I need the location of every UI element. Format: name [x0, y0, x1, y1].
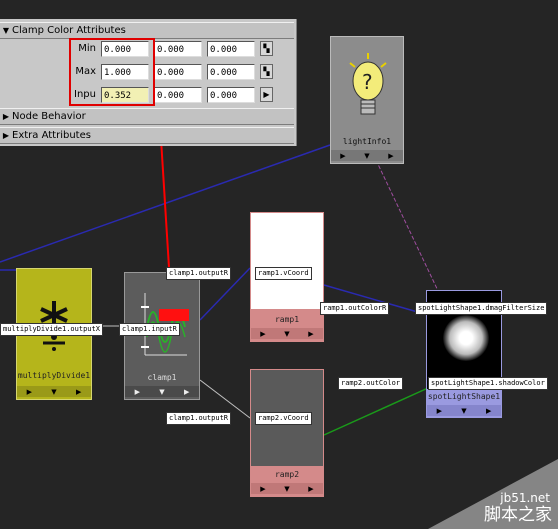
port-down-icon[interactable]: ▼: [159, 387, 165, 396]
ramp2-vcoord-label: ramp2.vCoord: [255, 412, 312, 425]
node-behavior-header[interactable]: ▶Node Behavior: [0, 108, 294, 125]
input-field-g[interactable]: 0.000: [154, 87, 202, 103]
max-map-button[interactable]: ▚: [260, 64, 273, 79]
input-field-r[interactable]: 0.352: [101, 87, 149, 103]
ramp2-port-bar: ▶ ▼ ▶: [251, 483, 323, 494]
spotlight-title: spotLightShape1: [427, 392, 501, 401]
port-left-icon[interactable]: ▶: [260, 329, 266, 338]
node-behavior-label: Node Behavior: [12, 111, 86, 122]
port-left-icon[interactable]: ▶: [340, 151, 346, 160]
ramp2-node[interactable]: ramp2 ▶ ▼ ▶: [250, 369, 324, 497]
input-label: Inpu: [74, 89, 96, 100]
clamp-node[interactable]: clamp1 ▶ ▼ ▶: [124, 272, 200, 400]
ramp1-port-bar: ▶ ▼ ▶: [251, 328, 323, 339]
min-field-b[interactable]: 0.000: [207, 41, 255, 57]
multiply-divide-icon: [40, 301, 68, 351]
port-right-icon[interactable]: ▶: [308, 329, 314, 338]
collapse-triangle-icon: ▶: [2, 112, 10, 121]
wire-clamp-ramp2: [199, 379, 251, 419]
expand-triangle-icon: ▼: [2, 26, 10, 35]
watermark-text: 脚本之家: [484, 505, 552, 525]
max-field-r[interactable]: 1.000: [101, 64, 149, 80]
multiplydivide-title: multiplyDivide1: [17, 371, 91, 380]
port-right-icon[interactable]: ▶: [75, 387, 82, 396]
port-down-icon[interactable]: ▼: [461, 406, 467, 415]
max-field-g[interactable]: 0.000: [154, 64, 202, 80]
port-left-icon[interactable]: ▶: [134, 387, 141, 396]
clamp-input-label: clamp1.inputR: [119, 323, 180, 336]
clamp-section-label: Clamp Color Attributes: [12, 25, 126, 36]
max-label: Max: [75, 66, 96, 77]
clamp-output-bottom-label: clamp1.outputR: [166, 412, 232, 425]
port-right-icon[interactable]: ▶: [388, 151, 394, 160]
min-label: Min: [78, 43, 96, 54]
ramp2-outcolor-label: ramp2.outColor: [338, 377, 404, 390]
clamp-title: clamp1: [147, 373, 177, 382]
port-down-icon[interactable]: ▼: [51, 387, 57, 396]
max-field-b[interactable]: 0.000: [207, 64, 255, 80]
highlight-box: [69, 38, 155, 106]
ramp1-outcolor-label: ramp1.outColorR: [320, 302, 390, 315]
multiply-output-label: multiplyDivide1.outputX: [0, 323, 103, 336]
collapse-triangle-icon: ▶: [2, 131, 10, 140]
clamp-port-bar: ▶ ▼ ▶: [125, 386, 199, 397]
extra-attributes-label: Extra Attributes: [12, 130, 91, 141]
clamp-output-top-label: clamp1.outputR: [166, 267, 232, 280]
spotlight-glow-icon: [443, 315, 489, 361]
port-right-icon[interactable]: ▶: [485, 406, 492, 415]
input-connection-button[interactable]: ▶: [260, 87, 273, 102]
ramp2-title: ramp2: [274, 470, 300, 479]
ramp1-title: ramp1: [274, 315, 300, 324]
spotlight-port-bar: ▶ ▼ ▶: [427, 405, 501, 416]
lightbulb-icon: ?: [349, 53, 387, 115]
port-down-icon[interactable]: ▼: [284, 484, 290, 493]
multiplydivide-port-bar: ▶ ▼ ▶: [17, 386, 91, 397]
lightinfo-node[interactable]: ? lightInfo1 ▶ ▼ ▶: [330, 36, 404, 164]
min-field-r[interactable]: 0.000: [101, 41, 149, 57]
spot-drag-label: spotLightShape1.dmagFilterSize: [415, 302, 548, 315]
extra-attributes-header[interactable]: ▶Extra Attributes: [0, 127, 294, 144]
port-down-icon[interactable]: ▼: [364, 151, 370, 160]
port-down-icon[interactable]: ▼: [284, 329, 290, 338]
ramp1-vcoord-label: ramp1.vCoord: [255, 267, 312, 280]
lightinfo-port-bar: ▶ ▼ ▶: [331, 150, 403, 161]
wire-lightinfo-spot: [375, 159, 441, 296]
watermark-logo-shape: [428, 459, 558, 529]
watermark-site: jb51.net: [500, 491, 550, 505]
port-right-icon[interactable]: ▶: [183, 387, 190, 396]
clamp-section-header[interactable]: ▼Clamp Color Attributes: [0, 22, 294, 39]
min-map-button[interactable]: ▚: [260, 41, 273, 56]
spot-shadow-label: spotLightShape1.shadowColor: [428, 377, 548, 390]
wire-clamp-ramp1: [199, 267, 251, 321]
port-left-icon[interactable]: ▶: [26, 387, 33, 396]
wire-ramp2-spot: [323, 387, 429, 436]
clamp-highlight-swatch: [159, 309, 189, 321]
watermark: jb51.net 脚本之家: [428, 459, 558, 529]
svg-text:?: ?: [362, 70, 373, 94]
port-left-icon[interactable]: ▶: [260, 484, 266, 493]
port-left-icon[interactable]: ▶: [436, 406, 443, 415]
wire-ramp1-spot: [323, 284, 429, 316]
port-right-icon[interactable]: ▶: [308, 484, 314, 493]
attribute-editor-panel: ▼Clamp Color Attributes Min 0.000 0.000 …: [0, 19, 297, 146]
min-field-g[interactable]: 0.000: [154, 41, 202, 57]
input-field-b[interactable]: 0.000: [207, 87, 255, 103]
lightinfo-title: lightInfo1: [342, 137, 392, 146]
